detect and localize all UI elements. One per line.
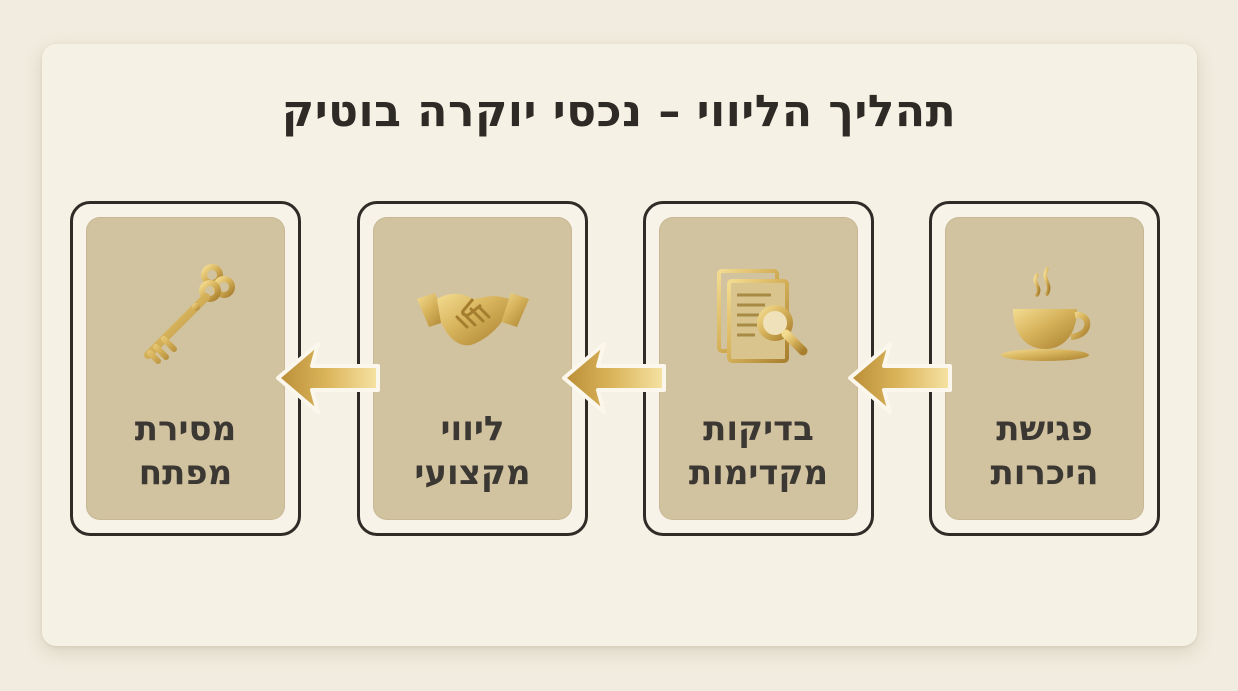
step-label-line2: מפתח (138, 453, 233, 493)
step-label-line2: היכרות (990, 453, 1099, 493)
step-label-line1: ליווי (440, 409, 505, 449)
step-card: ליווי מקצועי (373, 217, 572, 520)
step-professional-support: ליווי מקצועי (357, 201, 588, 536)
coffee-cup-icon (1000, 267, 1090, 361)
step-preliminary-checks: בדיקות מקדימות (643, 201, 874, 536)
step-label-line1: פגישת (996, 409, 1093, 449)
step-card: בדיקות מקדימות (659, 217, 858, 520)
step-card: מסירת מפתח (86, 217, 285, 520)
flow-arrow-icon (848, 342, 952, 414)
key-icon (143, 264, 235, 364)
handshake-icon (416, 293, 529, 346)
flow-arrow-icon (562, 342, 666, 414)
step-label: פגישת היכרות (945, 407, 1144, 495)
step-label-line1: מסירת (134, 409, 237, 449)
step-label: מסירת מפתח (86, 407, 285, 495)
diagram-title: תהליך הליווי – נכסי יוקרה בוטיק (281, 86, 957, 137)
step-label: בדיקות מקדימות (659, 407, 858, 495)
step-card: פגישת היכרות (945, 217, 1144, 520)
step-label-line2: מקצועי (414, 453, 531, 493)
step-label-line1: בדיקות (703, 409, 814, 449)
step-intro-meeting: פגישת היכרות (929, 201, 1160, 536)
step-label: ליווי מקצועי (373, 407, 572, 495)
document-magnifier-icon (716, 269, 807, 363)
flow-arrow-icon (276, 342, 380, 414)
step-label-line2: מקדימות (688, 453, 829, 493)
step-key-handover: מסירת מפתח (70, 201, 301, 536)
